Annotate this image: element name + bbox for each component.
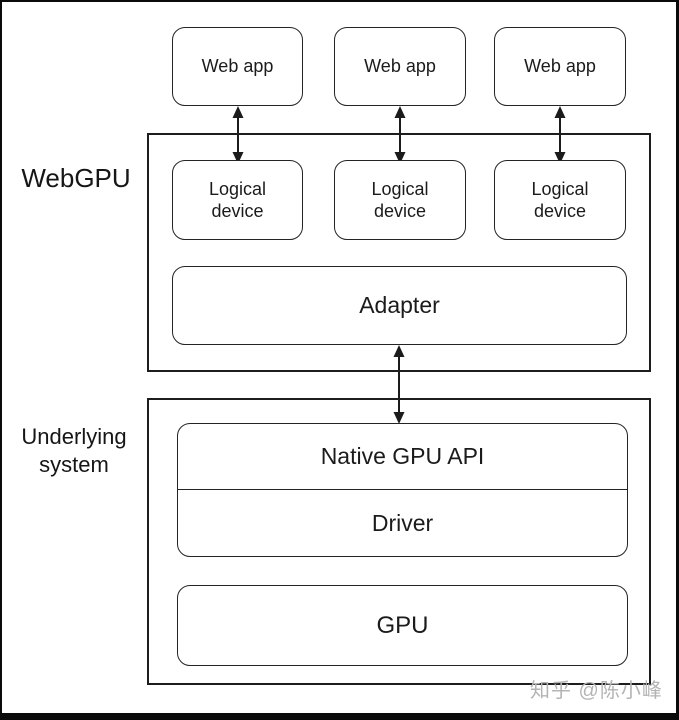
native-gpu-api-cell: Native GPU API (178, 424, 627, 490)
logical-device-box: Logical device (172, 160, 303, 240)
adapter-label: Adapter (359, 292, 440, 319)
adapter-box: Adapter (172, 266, 627, 345)
gpu-label: GPU (376, 611, 429, 639)
webgpu-container (147, 133, 651, 372)
web-app-label: Web app (201, 56, 274, 77)
watermark: 知乎 @陈小峰 (530, 680, 663, 702)
underlying-system-group-label: Underlying system (21, 423, 127, 477)
native-api-driver-box: Native GPU API Driver (177, 423, 628, 557)
logical-device-label: Logical device (371, 178, 429, 222)
logical-device-label: Logical device (208, 178, 267, 222)
underlying-system-container (147, 398, 651, 685)
web-app-box: Web app (334, 27, 466, 106)
gpu-box: GPU (177, 585, 628, 666)
logical-device-label: Logical device (531, 178, 589, 222)
native-gpu-api-label: Native GPU API (320, 443, 485, 469)
driver-label: Driver (371, 509, 434, 536)
logical-device-box: Logical device (494, 160, 626, 240)
driver-cell: Driver (178, 490, 627, 556)
webgpu-group-label: WebGPU (21, 162, 131, 193)
logical-device-box: Logical device (334, 160, 466, 240)
web-app-label: Web app (364, 56, 436, 77)
web-app-label: Web app (524, 56, 596, 77)
web-app-box: Web app (172, 27, 303, 106)
web-app-box: Web app (494, 27, 626, 106)
